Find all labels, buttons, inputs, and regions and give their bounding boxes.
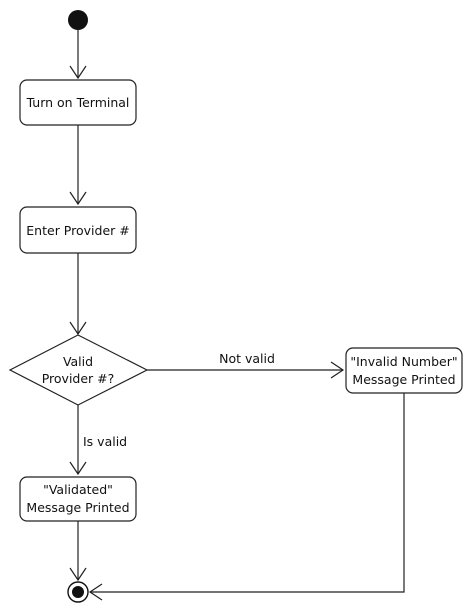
decision-line-2: Provider #? <box>42 371 115 386</box>
edge-start-to-turn-on <box>69 30 87 80</box>
action-invalid-number-message: "Invalid Number" Message Printed <box>345 347 463 394</box>
decision-line-1: Valid <box>63 354 93 369</box>
edge-is-valid: Is valid <box>69 405 127 476</box>
edge-enter-provider-to-decision <box>69 253 87 336</box>
action-turn-on-terminal: Turn on Terminal <box>19 79 137 126</box>
edge-not-valid: Not valid <box>147 351 345 379</box>
action-validated-line-1: "Validated" <box>43 482 113 497</box>
decision-valid-provider: Valid Provider #? <box>8 334 149 406</box>
action-enter-provider: Enter Provider # <box>19 206 137 254</box>
edge-not-valid-label: Not valid <box>219 351 275 366</box>
edge-turn-on-to-enter-provider <box>69 125 87 206</box>
edge-validated-to-end <box>69 521 87 582</box>
action-invalid-number-line-1: "Invalid Number" <box>350 354 457 369</box>
action-invalid-number-line-2: Message Printed <box>352 372 455 387</box>
action-turn-on-terminal-label: Turn on Terminal <box>26 95 130 110</box>
action-validated-line-2: Message Printed <box>26 500 129 515</box>
end-node <box>67 581 89 603</box>
edge-invalid-to-end <box>88 393 405 601</box>
start-node <box>68 10 88 30</box>
action-enter-provider-label: Enter Provider # <box>26 223 129 238</box>
action-validated-message: "Validated" Message Printed <box>19 476 137 522</box>
edge-is-valid-label: Is valid <box>83 434 127 449</box>
